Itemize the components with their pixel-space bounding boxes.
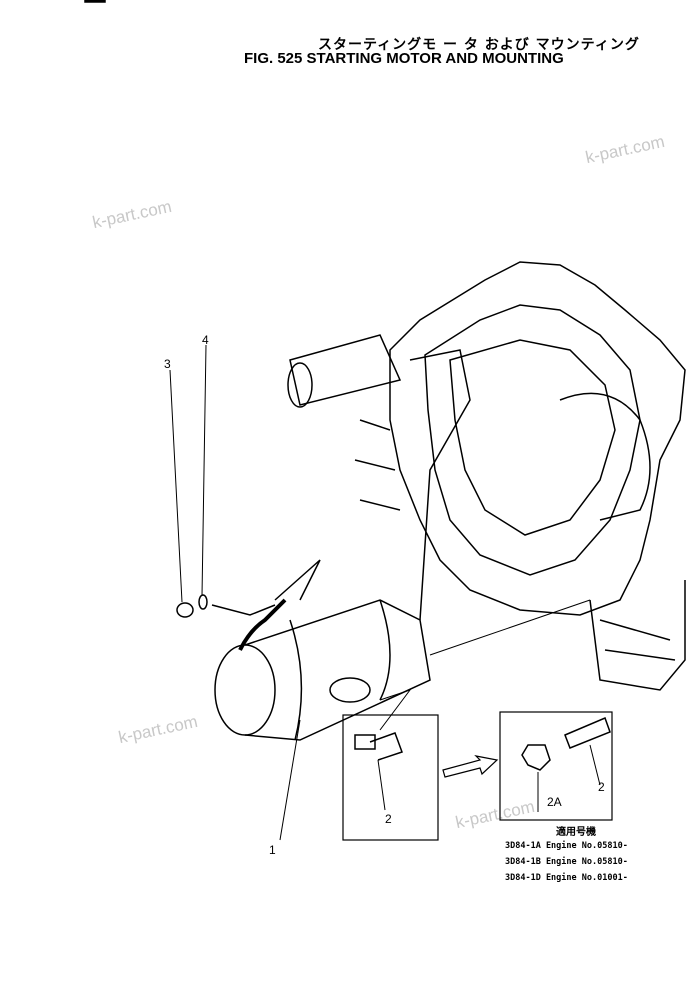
title-japanese: スターティングモ ー タ および マウンティング <box>318 37 640 53</box>
bolt-part <box>354 732 403 811</box>
applicability-row: 3D84-1D Engine No.01001- <box>505 873 628 883</box>
arrow-icon <box>442 755 499 778</box>
nut-washer <box>169 344 208 618</box>
figure-title: FIG. 525 STARTING MOTOR AND MOUNTING <box>244 50 564 67</box>
top-mark <box>84 0 106 3</box>
applicability-row: 3D84-1B Engine No.05810- <box>505 857 628 867</box>
leader-1 <box>279 719 301 841</box>
detail-box-stud <box>499 711 613 821</box>
leader-box <box>379 599 591 731</box>
callout-1: 1 <box>269 843 276 857</box>
stud-nut-part <box>521 716 611 812</box>
callout-4: 4 <box>202 333 209 347</box>
detail-box-bolt <box>342 714 439 841</box>
flywheel-housing <box>354 261 686 691</box>
callout-2: 2 <box>598 780 605 794</box>
callout-2: 2 <box>385 812 392 826</box>
applicability-heading: 適用号機 <box>556 827 596 838</box>
starting-motor <box>211 334 471 741</box>
applicability-row: 3D84-1A Engine No.05810- <box>505 841 628 851</box>
callout-3: 3 <box>164 357 171 371</box>
callout-2a: 2A <box>547 795 562 809</box>
